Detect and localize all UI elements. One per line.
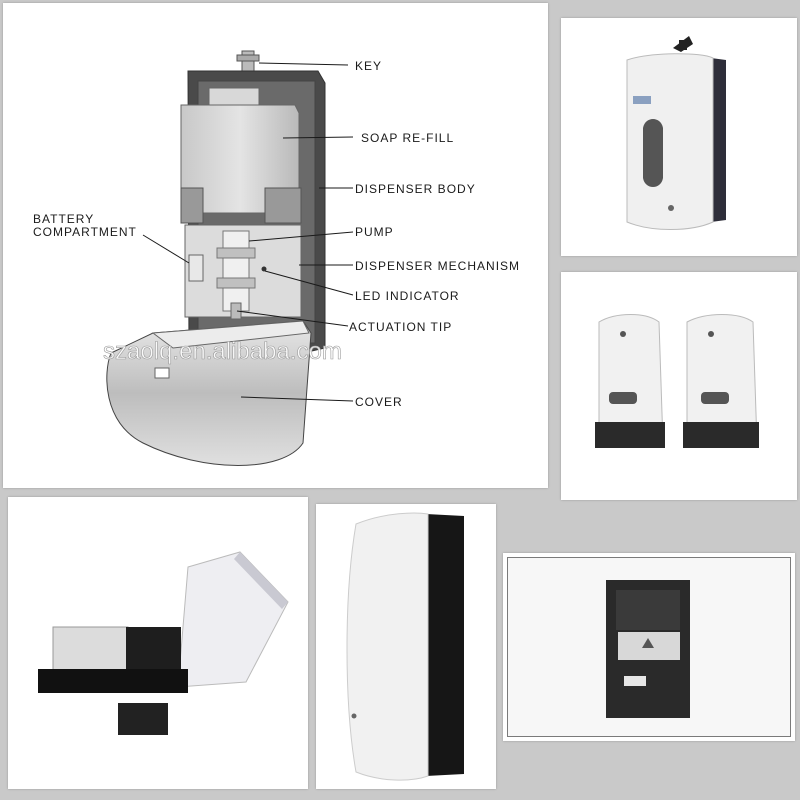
label-actuation-tip: ACTUATION TIP (349, 320, 452, 334)
open-view-photo (8, 497, 308, 789)
back-plate-sticker (624, 676, 646, 686)
label-battery-line1: BATTERY (33, 212, 94, 226)
side-view-photo (316, 504, 496, 789)
watermark: szaolq.en.alibaba.com (103, 338, 342, 365)
label-led-indicator: LED INDICATOR (355, 289, 460, 303)
dispenser-mechanism-part (184, 224, 302, 320)
label-cover: COVER (355, 395, 403, 409)
side-housing (346, 512, 429, 781)
pair-view-photo (561, 272, 797, 500)
battery-tray (118, 703, 168, 735)
label-dispenser-body: DISPENSER BODY (355, 182, 476, 196)
label-battery-line2: COMPARTMENT (33, 225, 137, 239)
label-key: KEY (355, 59, 382, 73)
back-plate-photo (503, 553, 795, 741)
dispenser-window (643, 119, 663, 187)
dispenser-dark-side (711, 58, 726, 222)
exploded-diagram: KEY SOAP RE-FILL DISPENSER BODY BATTERY … (33, 50, 520, 466)
label-pump: PUMP (355, 225, 394, 239)
front-view-photo (561, 18, 797, 256)
cover-part (106, 320, 312, 466)
key-part (236, 50, 260, 74)
label-dispenser-mechanism: DISPENSER MECHANISM (355, 259, 520, 273)
back-plate-frame (507, 557, 791, 737)
exploded-diagram-panel: KEY SOAP RE-FILL DISPENSER BODY BATTERY … (3, 3, 548, 488)
soap-refill-part (180, 87, 302, 224)
side-dark-back (426, 514, 464, 776)
label-soap-refill: SOAP RE-FILL (361, 131, 454, 145)
dispenser-housing (626, 53, 714, 230)
open-cover (177, 551, 289, 688)
dispenser-right (683, 314, 759, 448)
dispenser-left (595, 314, 665, 448)
